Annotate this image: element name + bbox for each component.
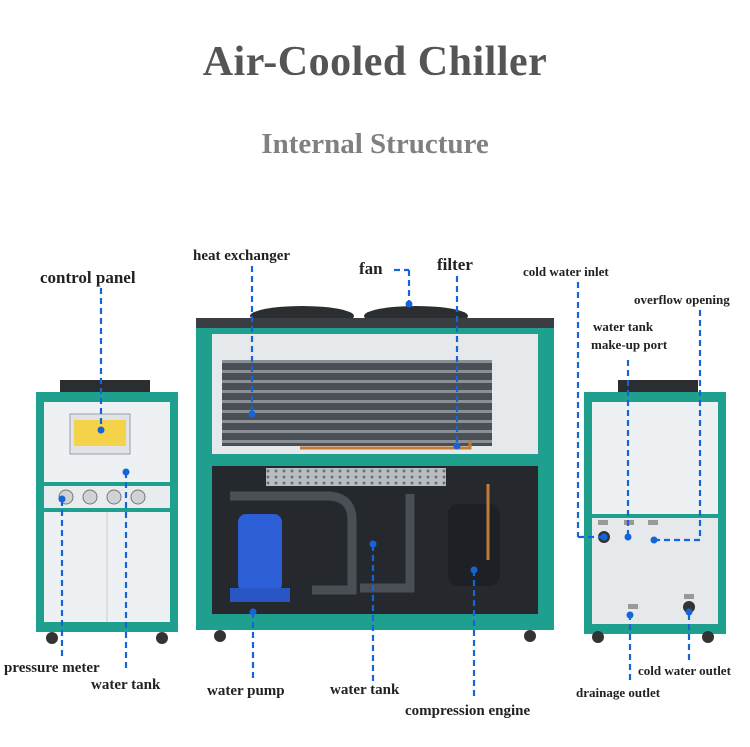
subtitle: Internal Structure [261, 128, 489, 160]
heat-exchanger-coil [222, 360, 492, 446]
dot-overflow-opening [650, 536, 658, 544]
label-pressure-meter: pressure meter [4, 660, 100, 676]
label-heat-exchanger: heat exchanger [193, 248, 291, 264]
label-drainage-outlet: drainage outlet [576, 685, 661, 700]
label-filter: filter [437, 255, 473, 274]
dot-cold-water-outlet [685, 608, 693, 616]
dot-water-tank-center [369, 540, 377, 548]
water-pump-body [238, 514, 282, 592]
right-chiller-unit [584, 380, 726, 643]
dot-heat-exchanger [248, 410, 256, 418]
label-water-tank-left: water tank [91, 677, 161, 693]
label-water-pump: water pump [207, 683, 285, 699]
dot-cold-water-inlet [600, 533, 608, 541]
left-chiller-unit [36, 380, 178, 644]
dot-water-tank-left [122, 468, 130, 476]
dot-water-pump [249, 608, 257, 616]
center-chiller-unit [196, 306, 554, 642]
label-cold-water-outlet: cold water outlet [638, 663, 731, 678]
main-title: Air-Cooled Chiller [202, 39, 548, 85]
dot-compression-engine [470, 566, 478, 574]
label-cold-water-inlet: cold water inlet [523, 264, 609, 279]
dot-pressure-meter [58, 495, 66, 503]
label-makeup-port-line2: make-up port [591, 337, 668, 352]
label-control-panel: control panel [40, 268, 136, 287]
label-compression-engine: compression engine [405, 703, 531, 719]
label-overflow-opening: overflow opening [634, 292, 730, 307]
dot-drainage-outlet [626, 611, 634, 619]
dot-makeup-port [624, 533, 632, 541]
label-fan: fan [359, 259, 383, 278]
dot-filter [453, 442, 461, 450]
dot-control-panel [97, 426, 105, 434]
label-makeup-port-line1: water tank [593, 319, 654, 334]
dot-fan [405, 300, 413, 308]
label-water-tank-center: water tank [330, 682, 400, 698]
